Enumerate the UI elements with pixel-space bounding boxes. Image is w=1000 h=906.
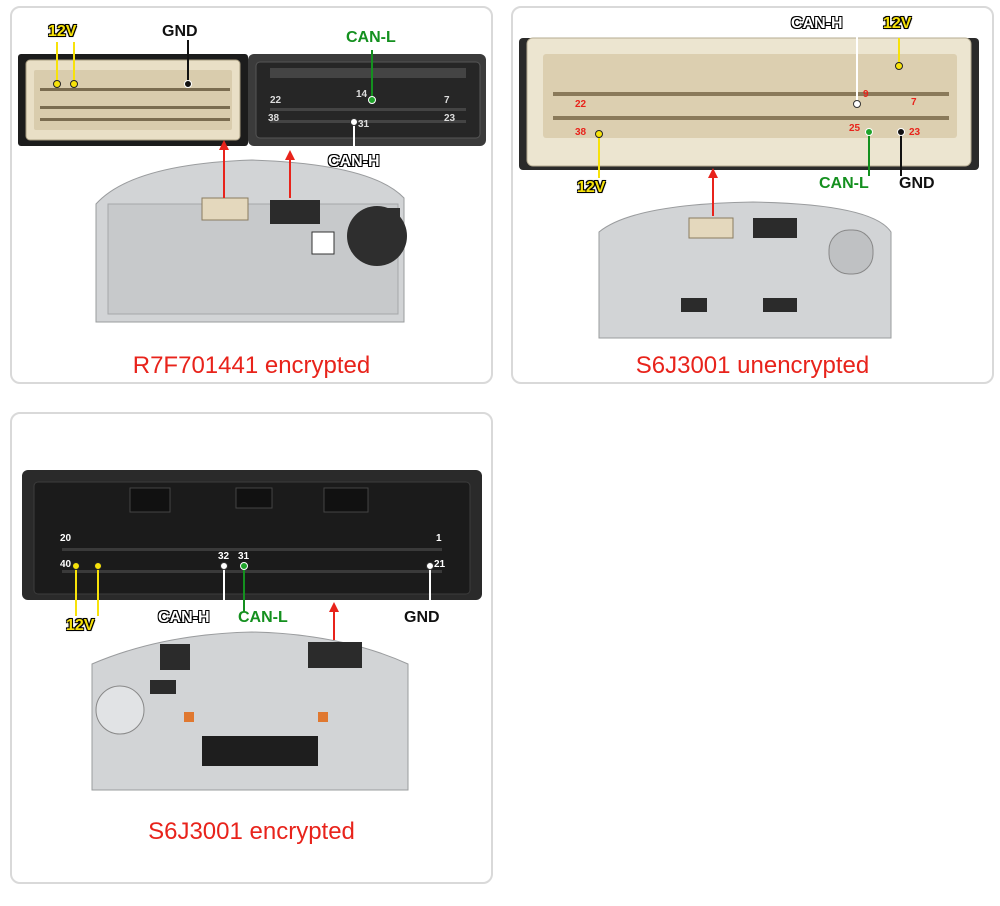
label-can-h: CAN-H [328,153,380,170]
instrument-cluster-body [91,631,409,791]
pin-number-20: 20 [60,533,72,544]
label-12v-top: 12V [883,15,912,32]
pin-number-14: 14 [356,89,368,100]
panel3-illustration [22,470,482,791]
pin-number-32: 32 [218,551,230,562]
pin-number-23: 23 [444,113,456,124]
panel1-illustration [18,40,486,323]
arrows [598,34,902,216]
pin-canl-dot [240,562,248,570]
pin-number-7: 7 [444,95,450,106]
pin-canh-dot [853,100,861,108]
arrows [56,40,373,198]
instrument-cluster-body [598,201,892,339]
pin-12v-dot-top [895,62,903,70]
pin-canl-dot [865,128,873,136]
pin-number-7: 7 [911,97,917,108]
dark-connector [22,470,482,600]
pin-number-38: 38 [268,113,280,124]
pin-number-1: 1 [436,533,442,544]
pin-12v-dot-b [70,80,78,88]
pin-12v-dot-bottom [595,130,603,138]
beige-connector [18,54,248,146]
label-can-l: CAN-L [238,609,288,626]
pin-canh-dot [220,562,228,570]
pin-number-9: 9 [863,89,869,100]
instrument-cluster-body [95,159,407,323]
label-can-l: CAN-L [346,29,396,46]
label-gnd: GND [404,609,440,626]
pin-canl-dot [368,96,376,104]
beige-connector [519,37,979,170]
pin-number-31: 31 [358,119,370,130]
panel-s6j3001-encrypted: 20 1 40 32 31 21 12V CAN-H CAN-L GND S6J… [10,412,493,884]
pin-12v-dot-a [72,562,80,570]
pin-number-31: 31 [238,551,250,562]
panel-s6j3001-unencrypted: CAN-H 12V 12V CAN-L GND 22 9 7 38 25 23 … [511,6,994,384]
label-12v: 12V [48,23,77,40]
pin-number-38: 38 [575,127,587,138]
pin-number-25: 25 [849,123,861,134]
pin-12v-dot-a [53,80,61,88]
pin-number-23: 23 [909,127,921,138]
pin-gnd-dot [426,562,434,570]
dark-connector [248,54,486,146]
pin-gnd-dot [184,80,192,88]
label-can-h: CAN-H [791,15,843,32]
label-12v: 12V [577,179,606,196]
pin-canh-dot [350,118,358,126]
pin-number-40: 40 [60,559,72,570]
pin-gnd-dot [897,128,905,136]
label-gnd: GND [899,175,935,192]
pin-12v-dot-b [94,562,102,570]
arrows [75,568,431,640]
panel2-illustration [519,34,979,339]
label-can-h: CAN-H [158,609,210,626]
panel-caption: R7F701441 encrypted [132,352,371,379]
label-gnd: GND [162,23,198,40]
label-12v: 12V [66,617,95,634]
panel-r7f701441: 12V GND CAN-L CAN-H 22 14 7 38 31 23 R7F… [10,6,493,384]
label-can-l: CAN-L [819,175,869,192]
pin-number-22: 22 [575,99,587,110]
pin-number-22: 22 [270,95,282,106]
pin-number-21: 21 [434,559,446,570]
panel-caption: S6J3001 encrypted [148,818,355,845]
panel-caption: S6J3001 unencrypted [635,352,870,379]
